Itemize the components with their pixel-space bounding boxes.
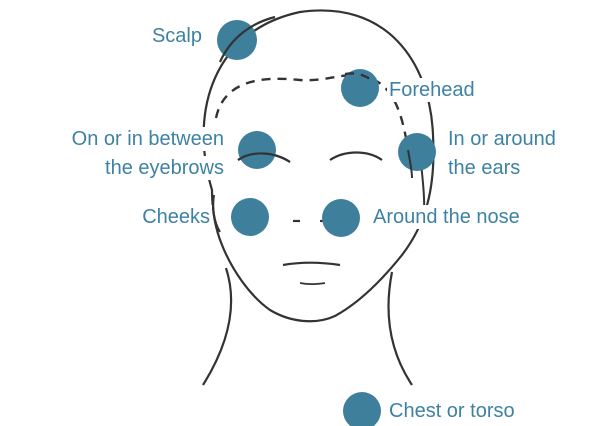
neck-right xyxy=(389,272,412,385)
marker-ears xyxy=(398,133,436,171)
label-eyebrows-line1: On or in between xyxy=(70,127,226,151)
marker-chest xyxy=(343,392,381,426)
label-nose: Around the nose xyxy=(371,205,522,229)
mouth xyxy=(283,263,340,265)
label-ears-line2: the ears xyxy=(446,156,522,180)
right-eyebrow xyxy=(330,153,382,161)
label-scalp: Scalp xyxy=(150,24,204,48)
label-chest: Chest or torso xyxy=(387,399,517,423)
lower-lip xyxy=(300,283,325,284)
label-forehead: Forehead xyxy=(387,78,477,102)
left-ear-line xyxy=(213,195,220,232)
label-cheeks: Cheeks xyxy=(140,205,212,229)
label-ears-line1: In or around xyxy=(446,127,558,151)
marker-nose xyxy=(322,199,360,237)
neck-left xyxy=(203,268,231,385)
marker-eyebrows xyxy=(238,131,276,169)
marker-cheeks xyxy=(231,198,269,236)
label-eyebrows-line2: the eyebrows xyxy=(103,156,226,180)
